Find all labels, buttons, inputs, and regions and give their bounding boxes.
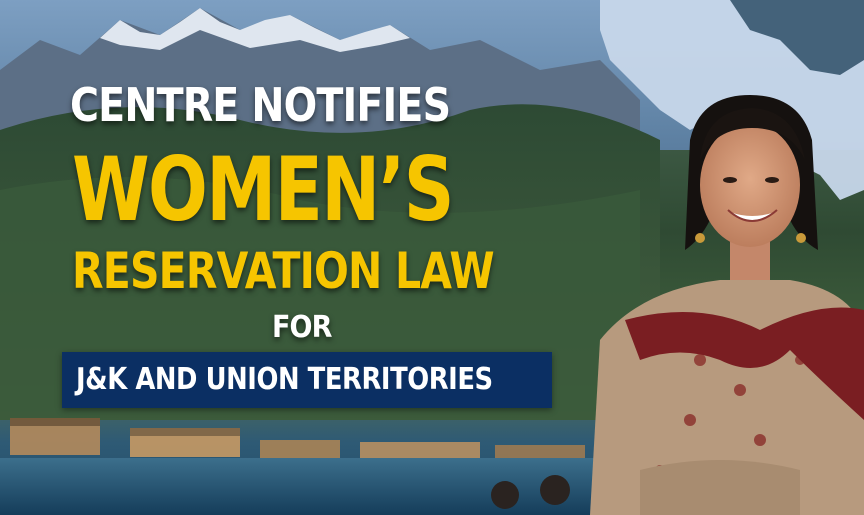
headline-line-1: CENTRE NOTIFIES — [70, 78, 451, 132]
region-banner: J&K AND UNION TERRITORIES — [62, 352, 552, 408]
headline-block: CENTRE NOTIFIES WOMEN’S RESERVATION LAW … — [70, 78, 495, 345]
person-bg — [491, 481, 519, 509]
headline-line-4: FOR — [272, 310, 332, 345]
headline-line-3: RESERVATION LAW — [72, 242, 495, 300]
region-banner-text: J&K AND UNION TERRITORIES — [76, 362, 493, 397]
person-bg-2 — [540, 475, 570, 505]
snow-caps — [100, 8, 410, 52]
headline-line-2: WOMEN’S — [72, 138, 454, 241]
houseboats — [10, 418, 585, 459]
woman-figure — [590, 95, 864, 515]
map-dark-region — [730, 0, 864, 75]
lake — [0, 458, 640, 515]
